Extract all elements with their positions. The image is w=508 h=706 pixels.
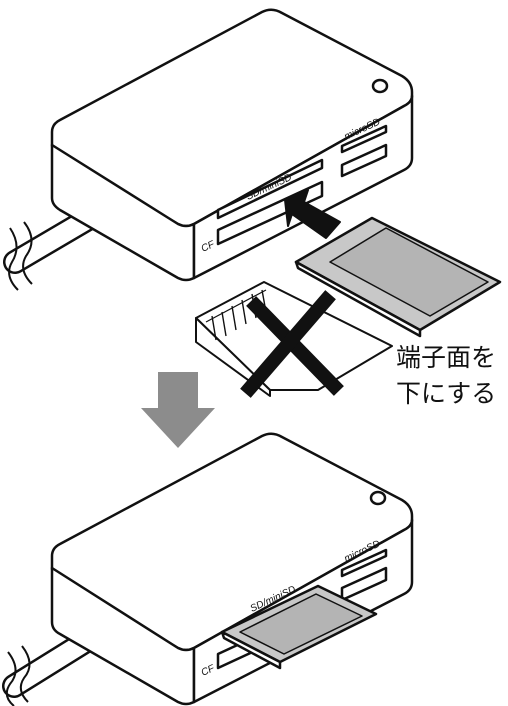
top-microsd-slot [340,124,388,154]
top-sd-slot [216,158,324,220]
top-reader-side-face [50,143,196,282]
bottom-microsd-lower [340,566,388,602]
top-card-reader [3,8,414,291]
down-arrow-icon [141,372,215,448]
bottom-reader-side-face [50,566,196,706]
top-microsd-lower [340,143,388,178]
insert-arrow-icon [284,189,341,239]
bottom-slot-cf-label: CF [200,663,218,679]
sd-card-correct [294,216,502,338]
bottom-led-icon [369,490,387,506]
annotation-line1: 端子面を [396,343,496,372]
bottom-microsd-slot [340,548,388,578]
top-led-icon [371,78,389,94]
annotation-line2: 下にする [396,379,496,408]
sd-card-inserted [220,584,378,670]
cross-icon [240,290,344,398]
top-slot-cf-label: CF [200,239,218,255]
